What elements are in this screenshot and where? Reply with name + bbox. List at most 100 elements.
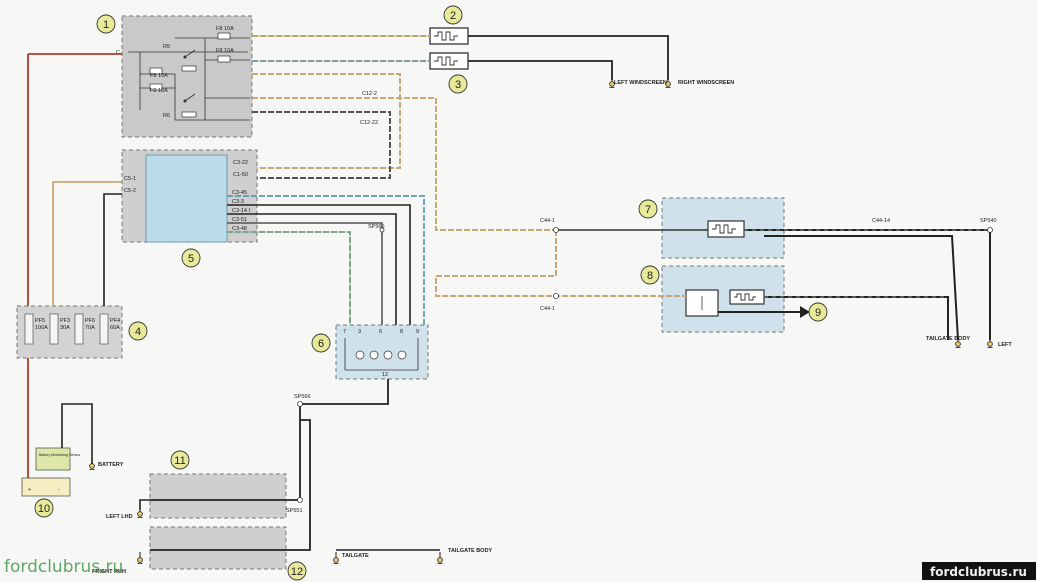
fuse-rating-pf5: 100A xyxy=(35,325,48,331)
switch-pin-7: 7 xyxy=(343,329,346,335)
ground-icon xyxy=(137,506,143,518)
callout-4: 4 xyxy=(128,321,148,341)
battery-monitoring-sensor xyxy=(35,447,71,471)
callout-label-7: 7 xyxy=(645,204,651,216)
fuse-id-pf3: PF3 xyxy=(60,318,70,324)
conn-c1-50: C1-50 xyxy=(233,172,248,178)
switch-pin-8: 8 xyxy=(400,329,403,335)
fuse-mid-label: F8 10A xyxy=(216,48,234,54)
splice-points xyxy=(297,227,993,503)
conn-c3-48: C3-48 xyxy=(232,226,247,232)
callout-label-2: 2 xyxy=(450,10,456,22)
callout-label-9: 9 xyxy=(815,307,821,319)
callout-label-12: 12 xyxy=(291,566,303,578)
wires xyxy=(27,35,991,551)
ground-label-battery: BATTERY xyxy=(98,462,124,468)
callout-label-5: 5 xyxy=(188,253,194,265)
callout-9: 9 xyxy=(808,302,828,322)
ground-label-right-windscreen: RIGHT WINDSCREEN xyxy=(678,80,734,86)
switch-pin-3: 3 xyxy=(358,329,361,335)
battery-plus: + xyxy=(28,487,31,493)
callout-label-11: 11 xyxy=(174,455,185,467)
ground-icon xyxy=(89,458,95,470)
heater-module-7 xyxy=(661,197,785,259)
callout-label-4: 4 xyxy=(135,326,141,338)
callout-6: 6 xyxy=(311,333,331,353)
callout-8: 8 xyxy=(640,265,660,285)
ground-icon xyxy=(437,552,443,564)
ground-icon xyxy=(333,552,339,564)
fuse-left-b-label: F8 10A xyxy=(150,88,168,94)
ground-block-12 xyxy=(149,526,287,570)
switch-pins: 7 3 6 8 9 xyxy=(343,329,419,335)
battery-10 xyxy=(21,477,71,497)
conn-c12-22: C12-22 xyxy=(360,120,378,126)
ground-icon xyxy=(137,552,143,564)
callout-label-10: 10 xyxy=(38,503,50,515)
splice-sp551: SP551 xyxy=(286,508,303,514)
conn-c44-14: C44-14 xyxy=(872,218,890,224)
watermark-right-bg xyxy=(922,562,1036,580)
conn-c3-51: C3-51 xyxy=(232,217,247,223)
splice-sp566: SP566 xyxy=(294,394,311,400)
switch-pin-12: 12 xyxy=(382,372,388,378)
switch-pin-9: 9 xyxy=(416,329,419,335)
fuse-rating-pf4: 60A xyxy=(110,325,120,331)
callout-label-1: 1 xyxy=(103,19,109,31)
ground-symbols xyxy=(89,76,993,564)
conn-c3-45: C3-45 xyxy=(232,190,247,196)
callout-11: 11 xyxy=(170,450,190,470)
relay-r5-label: R5 xyxy=(163,44,170,50)
switch-block-6 xyxy=(335,324,429,380)
switch-pin-6: 6 xyxy=(379,329,382,335)
conn-c3-3: C3-3 xyxy=(232,199,244,205)
battery-minus: - xyxy=(58,487,60,493)
conn-c44-1-bottom: C44-1 xyxy=(540,306,555,312)
callout-5: 5 xyxy=(181,248,201,268)
ground-icon xyxy=(987,336,993,348)
ground-icon xyxy=(609,76,615,88)
ground-label-tailgate: TAILGATE xyxy=(342,553,369,559)
arrow-to-9 xyxy=(800,306,810,318)
callout-7: 7 xyxy=(638,199,658,219)
fuse-rating-pf3: 30A xyxy=(60,325,70,331)
conn-c3-14: C3-14 I xyxy=(232,208,251,214)
ground-label-partial: FRIGHT RUH xyxy=(92,569,126,575)
watermark-right: fordclubrus.ru xyxy=(930,565,1027,579)
splice-sp540: SP540 xyxy=(980,218,997,224)
callout-label-8: 8 xyxy=(647,270,653,282)
callout-12: 12 xyxy=(287,561,307,581)
fuse-id-pf5: PF5 xyxy=(35,318,45,324)
callout-label-3: 3 xyxy=(455,79,461,91)
ground-icon xyxy=(665,76,671,88)
fuse-id-pf6: PF6 xyxy=(85,318,95,324)
pin-c-label: C xyxy=(116,50,120,56)
fuse-id-pf4: PF4 xyxy=(110,318,120,324)
ground-label-left: LEFT xyxy=(998,342,1012,348)
conn-c44-1-top: C44-1 xyxy=(540,218,555,224)
fuse-top-label: F8 10A xyxy=(216,26,234,32)
ground-label-left-lhd: LEFT LHD xyxy=(106,514,133,520)
fuse-left-a-label: F8 10A xyxy=(150,73,168,79)
ground-icon xyxy=(955,336,961,348)
conn-c12-2: C12-2 xyxy=(362,91,377,97)
conn-c5-2: C5-2 xyxy=(124,188,136,194)
battery-sensor-label: Battery Monitoring Sensor xyxy=(39,453,81,457)
fuse-box-4 xyxy=(16,305,123,359)
conn-c5-1: C5-1 xyxy=(124,176,136,182)
callout-1: 1 xyxy=(96,14,116,34)
splice-sp565: SP565 xyxy=(368,224,385,230)
watermark-left: fordclubrus.ru xyxy=(4,557,123,577)
ground-label-tailgate-body-right: TAILGATE BODY xyxy=(926,336,970,342)
ground-label-tailgate-body-bottom: TAILGATE BODY xyxy=(448,548,492,554)
conn-c3-22: C3-22 xyxy=(233,160,248,166)
callout-10: 10 xyxy=(34,498,54,518)
ground-label-left-windscreen: LEFT WINDSCREEN xyxy=(614,80,667,86)
ground-block-11 xyxy=(149,473,287,519)
relay-module-1 xyxy=(121,15,253,138)
heater-element-2 xyxy=(429,27,469,45)
control-module-5 xyxy=(121,149,258,243)
